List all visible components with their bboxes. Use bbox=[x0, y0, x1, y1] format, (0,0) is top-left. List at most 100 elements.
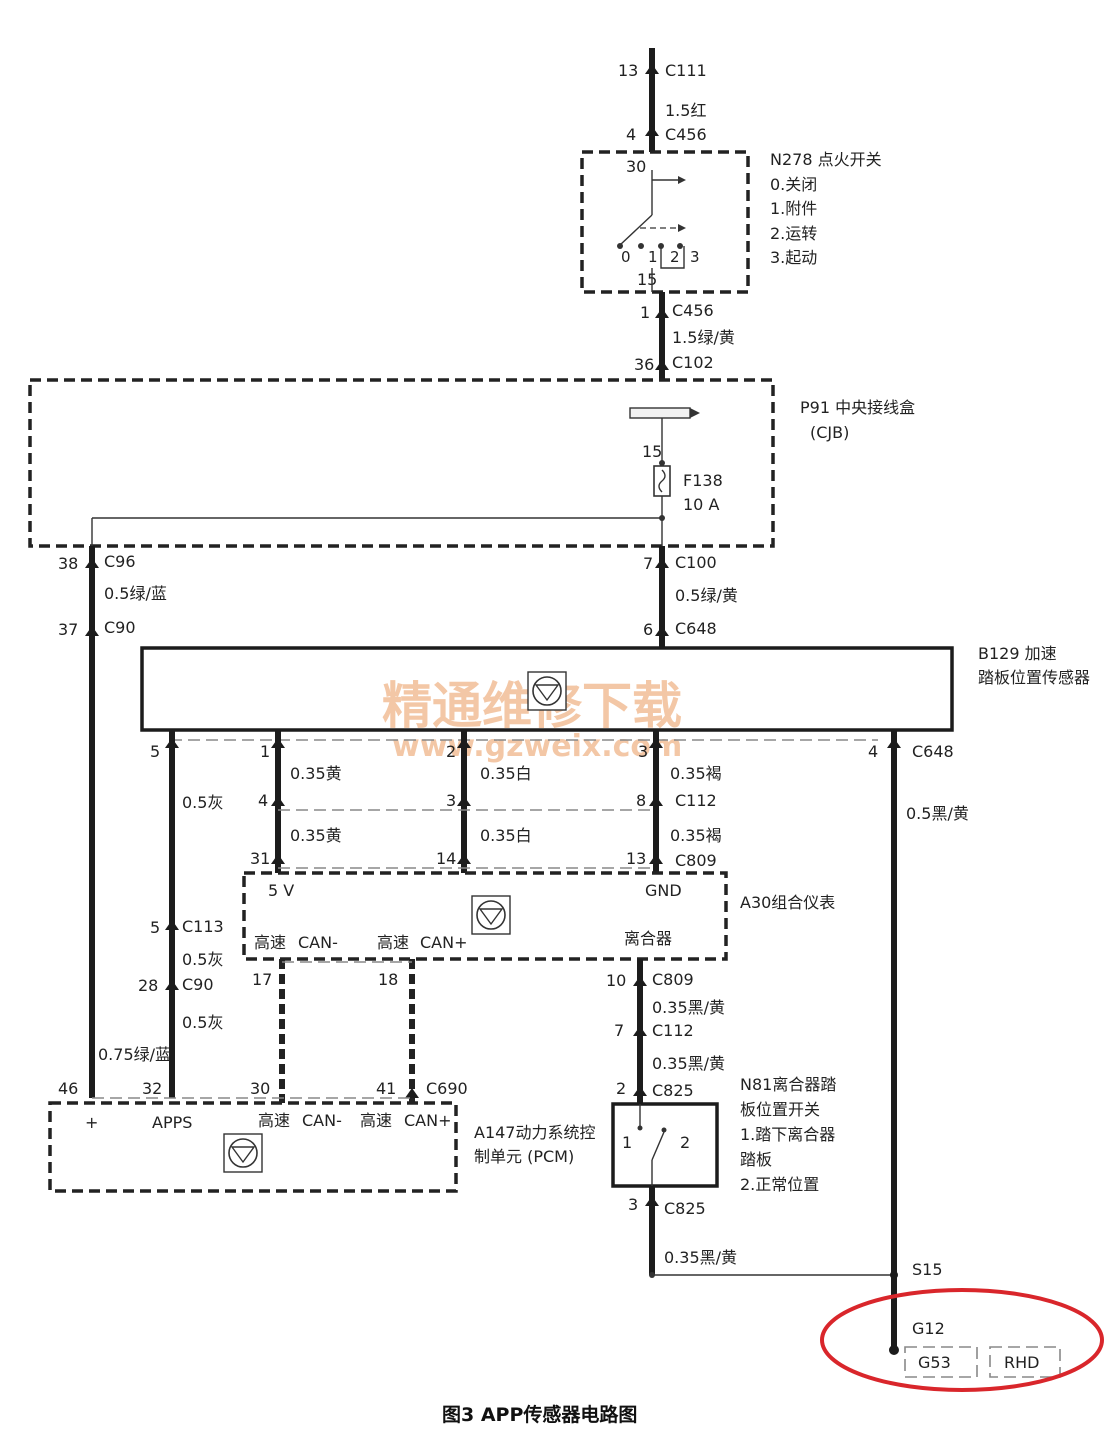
wire-label-grey-3: 0.5灰 bbox=[182, 1013, 223, 1032]
pin-4: 4 bbox=[626, 125, 636, 144]
connector-c456-bottom: C456 bbox=[672, 301, 714, 320]
rhd-label: RHD bbox=[1004, 1353, 1039, 1372]
pin-36: 36 bbox=[634, 355, 654, 374]
wire-label-yellow-2: 0.35黄 bbox=[290, 826, 342, 845]
a30-pin-17: 17 bbox=[252, 970, 272, 989]
ground-g12: G12 bbox=[912, 1319, 945, 1338]
cjb-right-output-wire bbox=[655, 546, 669, 648]
pcm-pin-46: 46 bbox=[58, 1079, 78, 1098]
pcm-hs-label-2: 高速 bbox=[360, 1111, 392, 1130]
pcm-apps-label: APPS bbox=[152, 1113, 192, 1132]
c113-pin-5: 5 bbox=[150, 918, 160, 937]
n81-pos-2: 2 bbox=[680, 1133, 690, 1152]
pin-13: 13 bbox=[618, 61, 638, 80]
rhd-box bbox=[989, 1346, 1061, 1378]
pcm-pin-32: 32 bbox=[142, 1079, 162, 1098]
a30-can-minus-label: CAN- bbox=[298, 933, 338, 952]
cjb-name: P91 中央接线盒 bbox=[800, 398, 915, 417]
pcm-module-icon bbox=[223, 1133, 263, 1173]
a30-5v-label: 5 V bbox=[268, 881, 294, 900]
wire-label-white-1: 0.35白 bbox=[480, 764, 532, 783]
connector-c809-bottom: C809 bbox=[652, 970, 694, 989]
wire-label-green-blue-2: 0.75绿/蓝 bbox=[98, 1045, 171, 1064]
connector-c648-top: C648 bbox=[675, 619, 717, 638]
pcm-can-minus-label: CAN- bbox=[302, 1111, 342, 1130]
n81-clutch-switch-box bbox=[611, 1102, 719, 1188]
ignition-pos-2: 2 bbox=[670, 248, 680, 266]
wire-label-white-2: 0.35白 bbox=[480, 826, 532, 845]
n81-name-line1: N81离合器踏 bbox=[740, 1075, 836, 1094]
b129-module-icon bbox=[527, 671, 567, 711]
pcm-name-line1: A147动力系统控 bbox=[474, 1123, 596, 1142]
connector-c809-top: C809 bbox=[675, 851, 717, 870]
clutch-signal-wire bbox=[633, 959, 647, 1104]
b129-pin-1: 1 bbox=[260, 742, 270, 761]
b129-name-line2: 踏板位置传感器 bbox=[978, 668, 1090, 687]
wire-label-red: 1.5红 bbox=[665, 101, 706, 120]
wire-label-brown-1: 0.35褐 bbox=[670, 764, 722, 783]
pcm-box bbox=[48, 1101, 458, 1193]
splice-s15: S15 bbox=[912, 1260, 943, 1279]
connector-c112-top: C112 bbox=[675, 791, 717, 810]
connector-c90-top: C90 bbox=[104, 618, 136, 637]
a30-hs-label-2: 高速 bbox=[377, 933, 409, 952]
apps-signal-wire bbox=[165, 730, 179, 1098]
b129-pin-3: 3 bbox=[638, 742, 648, 761]
g53-box bbox=[904, 1346, 978, 1378]
pcm-name-line2: 制单元 (PCM) bbox=[474, 1147, 574, 1166]
a30-cluster-box bbox=[242, 871, 728, 961]
wire-label-black-yellow-1: 0.5黑/黄 bbox=[906, 804, 969, 823]
cjb-box bbox=[28, 378, 775, 548]
wire-label-grey-2: 0.5灰 bbox=[182, 950, 223, 969]
pcm-can-plus-label: CAN+ bbox=[404, 1111, 452, 1130]
connector-c456-top: C456 bbox=[665, 125, 707, 144]
ignition-pos-1: 1 bbox=[648, 248, 658, 266]
pin-7: 7 bbox=[643, 554, 653, 573]
c112-pin-8: 8 bbox=[636, 791, 646, 810]
connector-c96: C96 bbox=[104, 552, 136, 571]
cjb-left-output-wire bbox=[85, 546, 99, 1098]
ignition-pin-15: 15 bbox=[637, 270, 657, 289]
c809-pin-14: 14 bbox=[436, 849, 456, 868]
c809-pin-10: 10 bbox=[606, 971, 626, 990]
connector-c90-bottom: C90 bbox=[182, 975, 214, 994]
ignition-pin-30: 30 bbox=[626, 157, 646, 176]
b129-pin-5: 5 bbox=[150, 742, 160, 761]
wire-label-brown-2: 0.35褐 bbox=[670, 826, 722, 845]
ignition-state-3: 3.起动 bbox=[770, 248, 817, 267]
n81-pos-1: 1 bbox=[622, 1133, 632, 1152]
n81-switch-symbol bbox=[637, 1104, 667, 1186]
n81-name-line2: 板位置开关 bbox=[740, 1100, 820, 1119]
ignition-switch-box bbox=[580, 150, 750, 294]
figure-caption: 图3 APP传感器电路图 bbox=[442, 1403, 637, 1426]
n81-state-1-cont: 踏板 bbox=[740, 1150, 772, 1169]
pcm-pin-41: 41 bbox=[376, 1079, 396, 1098]
c809-pin-31: 31 bbox=[250, 849, 270, 868]
ignition-pos-3: 3 bbox=[690, 248, 700, 266]
wire-label-black-yellow-3: 0.35黑/黄 bbox=[652, 1054, 725, 1073]
ignition-state-1: 1.附件 bbox=[770, 199, 817, 218]
pin-1-c456: 1 bbox=[640, 303, 650, 322]
a30-hs-label-1: 高速 bbox=[254, 933, 286, 952]
n81-state-2: 2.正常位置 bbox=[740, 1175, 819, 1194]
a30-clutch-label: 离合器 bbox=[624, 929, 672, 948]
a30-gnd-label: GND bbox=[645, 881, 682, 900]
ignition-state-2: 2.运转 bbox=[770, 224, 817, 243]
wire-label-yellow-1: 0.35黄 bbox=[290, 764, 342, 783]
ignition-to-cjb-wire bbox=[655, 292, 669, 380]
pcm-plus-label: + bbox=[85, 1113, 98, 1132]
b129-name-line1: B129 加速 bbox=[978, 644, 1057, 663]
c809-pin-13: 13 bbox=[626, 849, 646, 868]
c112-pin-7: 7 bbox=[614, 1021, 624, 1040]
signal-wires-b129-a30 bbox=[271, 730, 663, 873]
wire-label-black-yellow-4: 0.35黑/黄 bbox=[664, 1248, 737, 1267]
b129-pin-4: 4 bbox=[868, 742, 878, 761]
ignition-state-0: 0.关闭 bbox=[770, 175, 817, 194]
wire-label-grey-1: 0.5灰 bbox=[182, 793, 223, 812]
cjb-pin-15: 15 bbox=[642, 442, 662, 461]
c825-pin-3: 3 bbox=[628, 1195, 638, 1214]
a30-can-plus-label: CAN+ bbox=[420, 933, 468, 952]
fuse-name: F138 bbox=[683, 471, 723, 490]
ignition-switch-name: N278 点火开关 bbox=[770, 150, 882, 169]
